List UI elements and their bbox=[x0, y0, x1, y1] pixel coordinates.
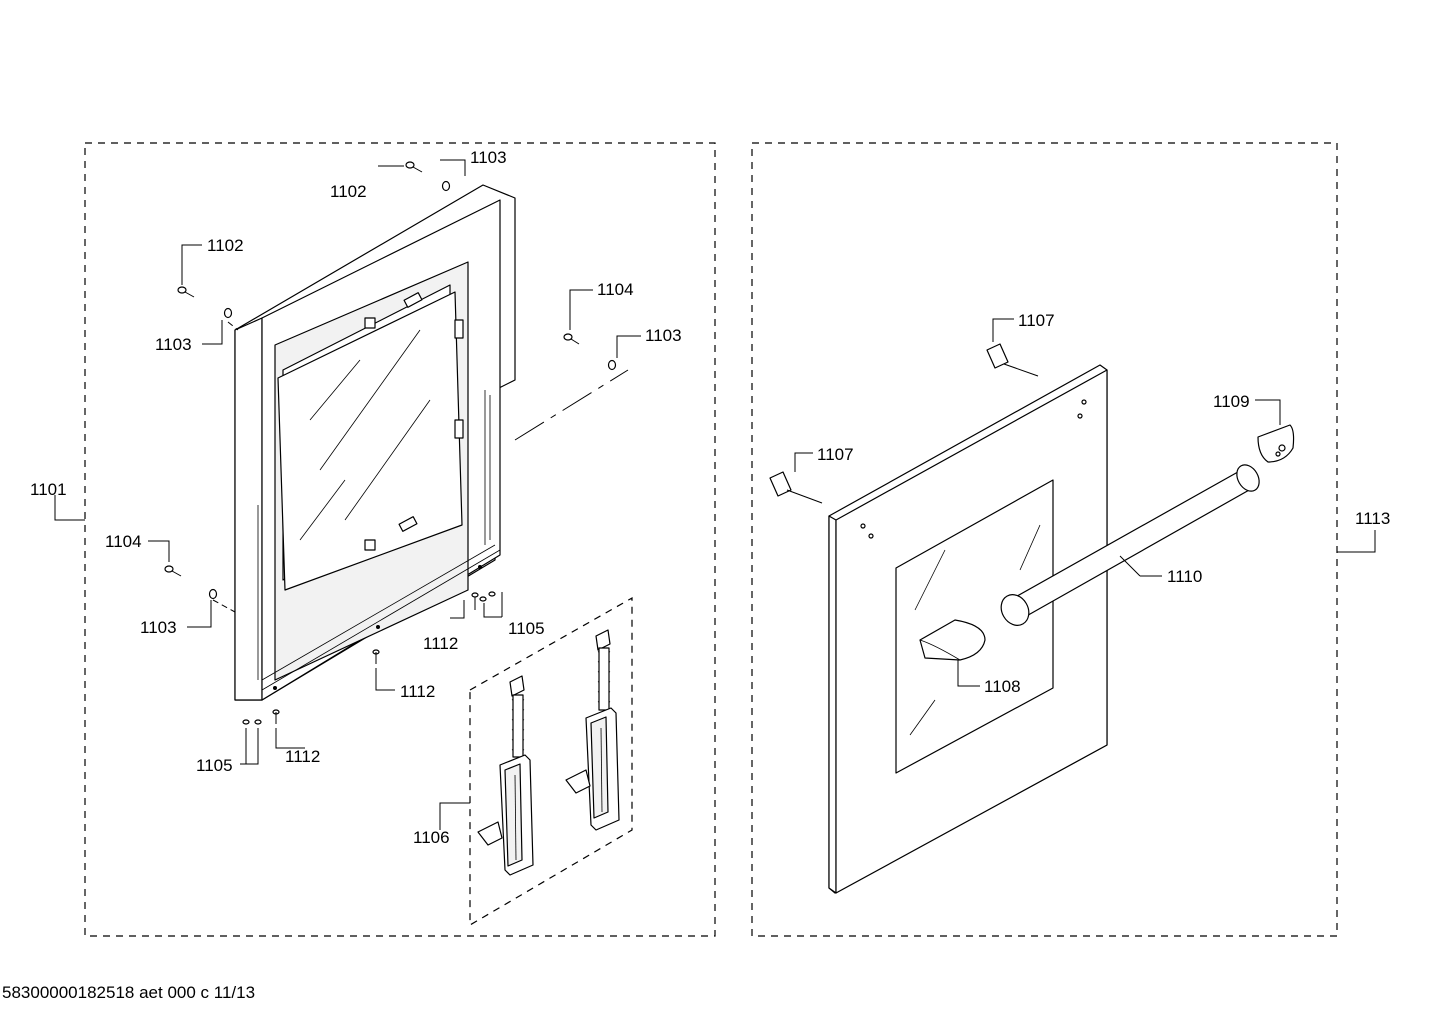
washer-1103-left-bottom bbox=[208, 588, 218, 600]
callout-1108: 1108 bbox=[984, 677, 1021, 696]
handle-mount-right bbox=[1257, 424, 1295, 463]
screws-1112-1105-right bbox=[471, 591, 496, 610]
callout-1102-left: 1102 bbox=[207, 236, 244, 255]
callout-1110: 1110 bbox=[1167, 567, 1202, 586]
callout-1112-center: 1112 bbox=[400, 682, 435, 701]
screw-1107-top bbox=[986, 343, 1039, 377]
leader-lines-left bbox=[54, 159, 641, 830]
inner-door-frame bbox=[234, 184, 516, 701]
callout-1101: 1101 bbox=[30, 480, 67, 499]
screw-1107-left bbox=[769, 471, 823, 504]
callout-1112-bottom: 1112 bbox=[285, 747, 320, 766]
callout-1113: 1113 bbox=[1355, 509, 1390, 528]
callout-1107-left: 1107 bbox=[817, 445, 854, 464]
hinge-left bbox=[477, 675, 534, 876]
screw-1102-top bbox=[405, 161, 423, 173]
callout-1106: 1106 bbox=[413, 828, 450, 847]
callout-1105-right: 1105 bbox=[508, 619, 545, 638]
callout-1112-right: 1112 bbox=[423, 634, 458, 653]
footer-document-code: 58300000182518 aet 000 c 11/13 bbox=[2, 983, 255, 1002]
callout-1104-left: 1104 bbox=[105, 532, 142, 551]
washer-1103-top bbox=[441, 180, 451, 192]
screw-1104-right bbox=[563, 333, 580, 345]
callout-1109: 1109 bbox=[1213, 392, 1250, 411]
callout-1103-top: 1103 bbox=[470, 148, 507, 167]
group-boundary-left bbox=[84, 142, 716, 937]
callout-1103-left-bottom: 1103 bbox=[140, 618, 177, 637]
screw-1102-left bbox=[177, 286, 195, 298]
hinge-right bbox=[565, 629, 620, 831]
assembly-group-outer-door: 1107 1107 1109 1110 1108 1113 bbox=[751, 142, 1390, 937]
washer-1103-left-top bbox=[223, 307, 233, 319]
screw-1112-center bbox=[372, 649, 380, 664]
callout-1103-right: 1103 bbox=[645, 326, 682, 345]
handle-bar bbox=[1000, 464, 1260, 626]
screws-1105-1112-bottom bbox=[242, 709, 280, 725]
callout-1105-bottom: 1105 bbox=[196, 756, 233, 775]
callout-1104-right: 1104 bbox=[597, 280, 634, 299]
callout-1102-top: 1102 bbox=[330, 182, 367, 201]
assembly-group-inner-door: 1101 1102 1103 1102 1103 1104 1103 1104 … bbox=[30, 142, 716, 937]
leader-lines-right bbox=[794, 318, 1376, 687]
screw-1104-left bbox=[164, 565, 182, 577]
hinge-subgroup bbox=[469, 596, 633, 927]
callout-1103-left-top: 1103 bbox=[155, 335, 192, 354]
callout-1107-top: 1107 bbox=[1018, 311, 1055, 330]
washer-1103-right bbox=[607, 359, 617, 371]
handle-mount-left bbox=[919, 619, 986, 661]
group-boundary-right bbox=[751, 142, 1338, 937]
